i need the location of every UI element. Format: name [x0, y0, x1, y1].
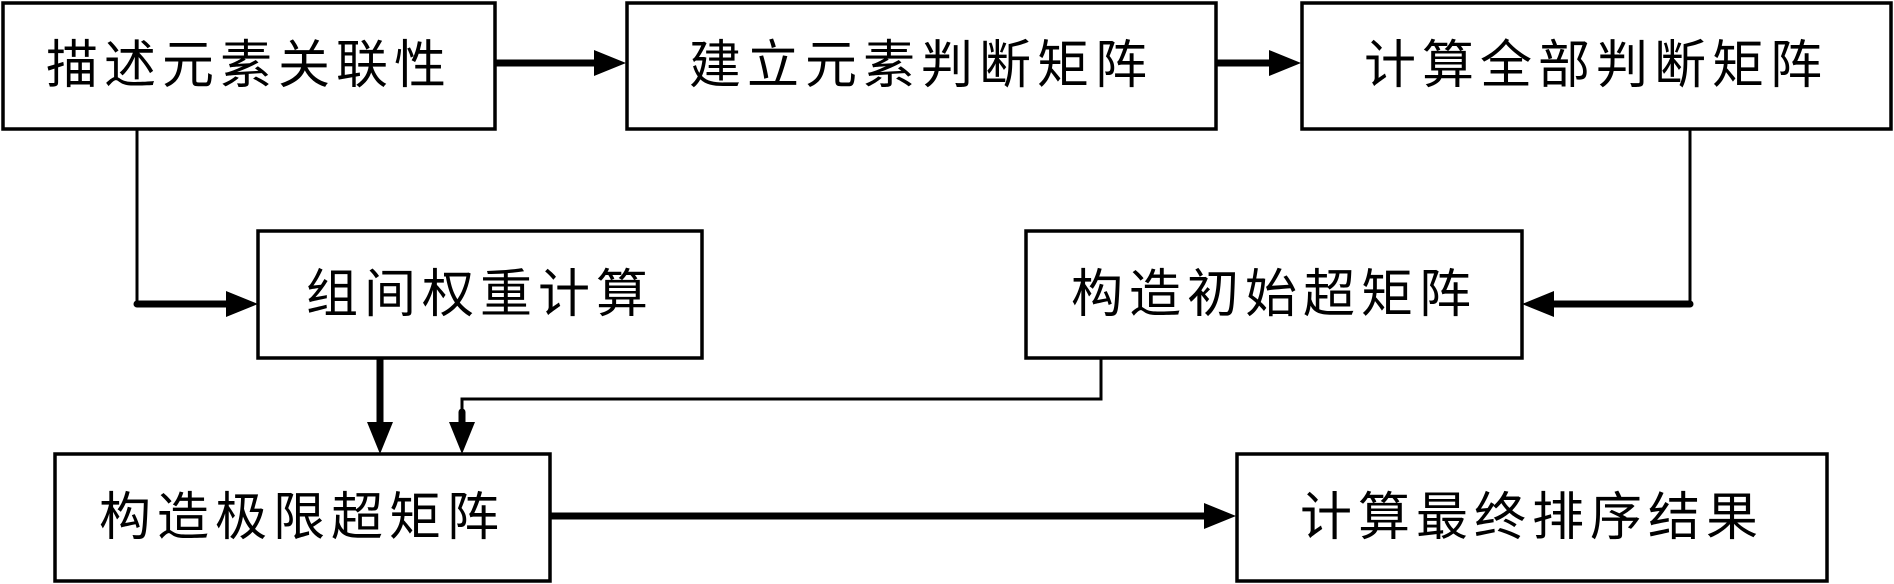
- node-limit-supermatrix: 构造极限超矩阵: [53, 452, 552, 583]
- arrowhead: [1269, 50, 1301, 76]
- arrowhead: [594, 50, 626, 76]
- node-final-ranking: 计算最终排序结果: [1235, 452, 1829, 583]
- connectors: [133, 50, 1694, 529]
- node-label: 构造初始超矩阵: [1071, 265, 1477, 325]
- node-build-element-matrix: 建立元素判断矩阵: [625, 1, 1218, 131]
- node-label: 建立元素判断矩阵: [689, 36, 1153, 96]
- node-compute-all-matrices: 计算全部判断矩阵: [1300, 1, 1893, 131]
- arrowhead: [1522, 291, 1554, 317]
- arrowhead: [226, 291, 258, 317]
- node-initial-supermatrix: 构造初始超矩阵: [1024, 229, 1524, 360]
- node-group-weight: 组间权重计算: [256, 229, 704, 360]
- node-label: 描述元素关联性: [46, 36, 452, 96]
- node-label: 构造极限超矩阵: [99, 488, 505, 548]
- arrowhead: [449, 422, 475, 454]
- arrowhead: [1204, 503, 1236, 529]
- node-label: 计算全部判断矩阵: [1364, 36, 1828, 96]
- edge-initial-to-limit: [460, 358, 1103, 428]
- node-describe-relevance: 描述元素关联性: [1, 1, 497, 131]
- arrowhead: [367, 422, 393, 454]
- node-label: 组间权重计算: [306, 265, 654, 325]
- node-label: 计算最终排序结果: [1300, 488, 1764, 548]
